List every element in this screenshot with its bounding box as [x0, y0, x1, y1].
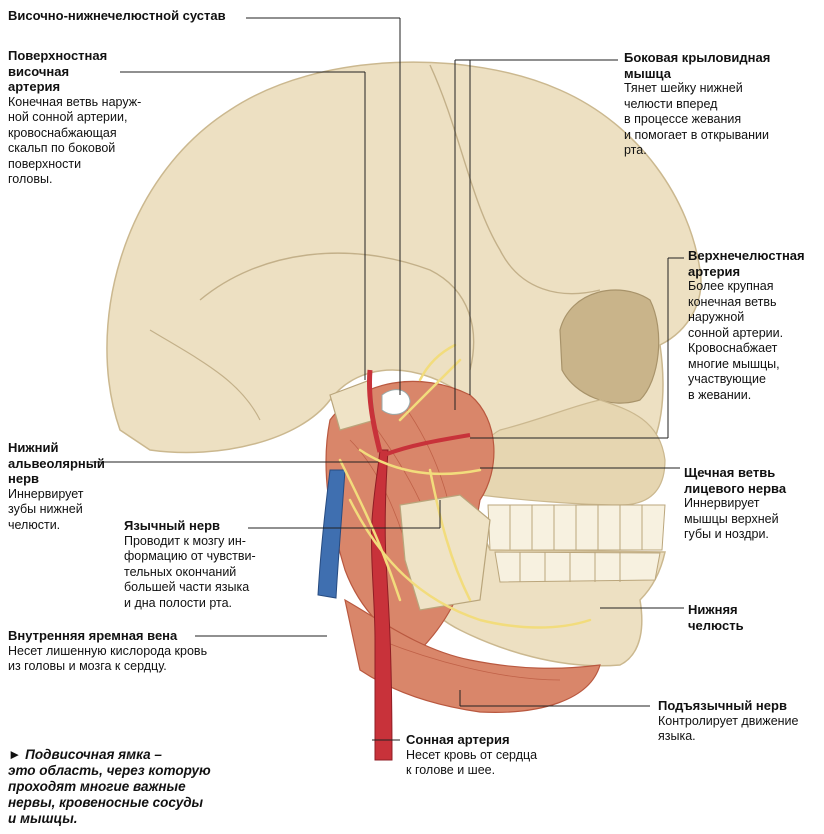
label-desc-line: и дна полости рта. — [124, 595, 233, 610]
label-title-line: Внутренняя яремная вена — [8, 628, 178, 643]
label-desc-line: Несет кровь от сердца — [406, 747, 538, 762]
label-mandible: Нижняя челюсть — [688, 602, 798, 633]
label-superficial-temporal-artery: Поверхностная височная артерия Конечная … — [8, 48, 168, 188]
label-desc-line: челюсти. — [8, 517, 61, 532]
label-hypoglossal-nerve: Подъязычный нерв Контролирует движение я… — [658, 698, 820, 745]
label-desc-line: зубы нижней — [8, 502, 83, 516]
label-desc-line: конечная ветвь — [688, 294, 777, 309]
label-tmj: Височно-нижнечелюстной сустав — [8, 8, 226, 24]
note-line: это область, через которую — [8, 763, 211, 778]
label-desc-line: многие мышцы, — [688, 356, 780, 371]
label-buccal-branch: Щечная ветвь лицевого нерва Иннервирует … — [684, 465, 820, 543]
label-desc-line: сонной артерии. — [688, 325, 784, 340]
label-desc-line: губы и ноздри. — [684, 527, 769, 541]
maxilla — [475, 399, 666, 506]
label-title-line: мышца — [624, 65, 671, 81]
label-maxillary-artery: Верхнечелюстная артерия Более крупная ко… — [688, 248, 822, 403]
label-desc-line: скальп по боковой — [8, 141, 116, 155]
coronal-suture — [429, 64, 601, 295]
squamous-suture — [199, 252, 475, 371]
label-title-line: Щечная ветвь — [684, 465, 776, 480]
label-title-line: лицевого нерва — [684, 480, 787, 496]
label-desc-line: Проводит к мозгу ин- — [124, 533, 246, 548]
label-title-line: Верхнечелюстная — [688, 248, 805, 263]
nerves — [338, 343, 592, 629]
note-line: Подвисочная ямка – — [25, 747, 162, 762]
label-desc-line: языка. — [658, 729, 696, 743]
label-desc-line: Более крупная — [688, 279, 774, 293]
label-title-line: челюсть — [688, 617, 744, 633]
label-desc-line: Несет лишенную кислорода кровь — [8, 643, 208, 658]
label-desc-line: Тянет шейку нижней — [624, 81, 743, 95]
label-title-line: нерв — [8, 471, 40, 486]
orbit — [559, 289, 660, 404]
lambdoid-suture — [149, 329, 261, 421]
note-line: и мышцы. — [8, 811, 78, 826]
label-title-line: Подъязычный нерв — [658, 698, 787, 713]
label-desc-line: головы. — [8, 172, 53, 186]
label-title-line: Нижний — [8, 440, 59, 455]
maxillary-artery — [383, 433, 471, 457]
label-title-line: артерия — [688, 263, 741, 279]
triangle-arrow-icon: ► — [8, 747, 22, 762]
label-desc-line: мышцы верхней — [684, 511, 779, 526]
label-lingual-nerve: Язычный нерв Проводит к мозгу ин- формац… — [124, 518, 274, 611]
label-carotid-artery: Сонная артерия Несет кровь от сердца к г… — [406, 732, 576, 779]
label-title-line: Нижняя — [688, 602, 738, 617]
label-desc-line: Контролирует движение — [658, 713, 799, 728]
label-desc-line: тельных окончаний — [124, 564, 237, 579]
label-lateral-pterygoid: Боковая крыловидная мышца Тянет шейку ни… — [624, 50, 819, 159]
label-tmj-title: Височно-нижнечелюстной сустав — [8, 8, 226, 23]
label-desc-line: и помогает в открывании — [624, 127, 769, 142]
label-desc-line: участвующие — [688, 372, 766, 386]
label-internal-jugular-vein: Внутренняя яремная вена Несет лишенную к… — [8, 628, 248, 675]
label-desc-line: ной сонной артерии, — [8, 110, 128, 124]
label-title-line: Поверхностная — [8, 48, 108, 63]
label-desc-line: челюсти вперед — [624, 96, 718, 111]
label-desc-line: наружной — [688, 310, 745, 324]
label-desc-line: Конечная ветвь наруж- — [8, 94, 142, 109]
label-desc-line: кровоснабжающая — [8, 125, 117, 140]
label-title-line: Сонная артерия — [406, 732, 510, 747]
note-line: проходят многие важные — [8, 779, 186, 794]
label-desc-line: к голове и шее. — [406, 763, 496, 777]
leader-lines — [90, 17, 684, 741]
superficial-temporal-artery — [367, 369, 383, 453]
ramus-cut — [399, 494, 491, 611]
upper-teeth — [487, 504, 666, 551]
infratemporal-fossa-note: ► Подвисочная ямка – это область, через … — [8, 747, 258, 827]
label-desc-line: поверхности — [8, 156, 82, 171]
label-desc-line: из головы и мозга к сердцу. — [8, 659, 167, 673]
label-title-line: Язычный нерв — [124, 518, 221, 533]
label-desc-line: Кровоснабжает — [688, 341, 778, 355]
label-title-line: альвеолярный — [8, 455, 105, 471]
label-desc-line: Иннервирует — [8, 486, 84, 501]
label-title-line: Боковая крыловидная — [624, 50, 771, 65]
label-desc-line: в процессе жевания — [624, 112, 742, 126]
lower-teeth — [494, 551, 661, 583]
label-desc-line: формацию от чувстви- — [124, 549, 256, 563]
label-title-line: височная — [8, 63, 70, 79]
neck-muscles — [344, 598, 601, 713]
label-title-line: артерия — [8, 79, 61, 94]
note-line: нервы, кровеносные сосуды — [8, 795, 204, 810]
label-desc-line: Иннервирует — [684, 496, 760, 510]
articular-disc — [381, 389, 411, 415]
label-desc-line: рта. — [624, 143, 647, 157]
label-inferior-alveolar-nerve: Нижний альвеолярный нерв Иннервирует зуб… — [8, 440, 128, 533]
label-desc-line: большей части языка — [124, 580, 250, 594]
label-desc-line: в жевании. — [688, 387, 752, 402]
